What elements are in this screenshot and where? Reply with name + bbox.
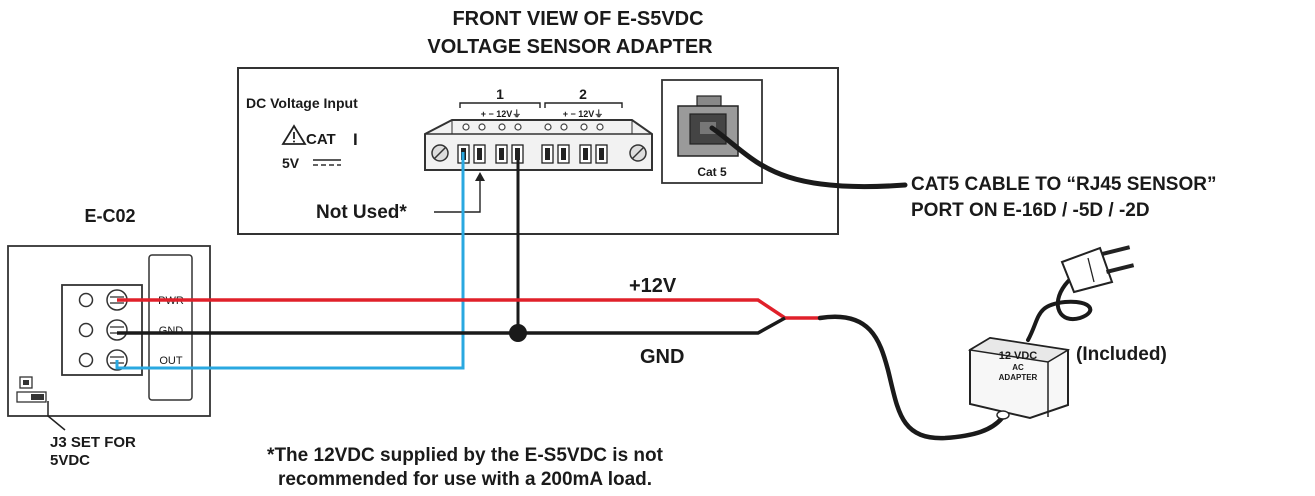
adapter-line-1: 12 VDC bbox=[999, 350, 1038, 362]
footnote-line-1: *The 12VDC supplied by the E-S5VDC is no… bbox=[267, 445, 664, 466]
included-label: (Included) bbox=[1076, 344, 1167, 365]
voltage-5v-label: 5V bbox=[282, 155, 300, 171]
ec02-terminal-strip bbox=[148, 254, 193, 401]
warning-icon bbox=[281, 124, 307, 145]
cat5-port-label: Cat 5 bbox=[697, 165, 727, 179]
ec02-out-label: OUT bbox=[159, 355, 183, 367]
ec02-terminal-holes bbox=[78, 292, 94, 368]
cat-rating-label: CAT bbox=[306, 131, 336, 148]
red-plus12v-wire bbox=[117, 298, 820, 320]
title-line-1: FRONT VIEW OF E-S5VDC bbox=[452, 8, 703, 30]
adapter-line-3: ADAPTER bbox=[999, 373, 1038, 382]
terminal-block-connector bbox=[424, 119, 653, 171]
terminal-group-1-label: 1 bbox=[496, 86, 504, 102]
j3-note-line-2: 5VDC bbox=[50, 452, 90, 469]
j3-jumper bbox=[16, 376, 47, 403]
terminal-pins-2-label: + − 12V⏚ bbox=[563, 109, 604, 119]
dc-voltage-input-label: DC Voltage Input bbox=[246, 95, 358, 111]
ec02-gnd-label: GND bbox=[159, 325, 184, 337]
rj45-jack-icon bbox=[677, 95, 739, 157]
dc-symbol-icon bbox=[313, 159, 341, 166]
cat5-cable bbox=[709, 125, 908, 190]
ec02-terminal-screws bbox=[106, 289, 128, 371]
cat-rating-roman: I bbox=[353, 130, 358, 149]
cat5-cable-label-line-2: PORT ON E-16D / -5D / -2D bbox=[911, 200, 1150, 221]
terminal-pins-1-label: + − 12V⏚ bbox=[481, 109, 522, 119]
j3-callout-line bbox=[47, 401, 66, 431]
gnd-wire-label: GND bbox=[640, 346, 684, 368]
terminal-group-2-label: 2 bbox=[579, 86, 587, 102]
blue-out-wire bbox=[115, 152, 465, 370]
cat5-cable-label-line-1: CAT5 CABLE TO “RJ45 SENSOR” bbox=[911, 174, 1216, 195]
j3-note-line-1: J3 SET FOR bbox=[50, 434, 136, 451]
power-adapter bbox=[967, 336, 1071, 420]
title-line-2: VOLTAGE SENSOR ADAPTER bbox=[427, 36, 713, 58]
ec02-title: E-C02 bbox=[84, 206, 135, 226]
plus12v-wire-label: +12V bbox=[629, 275, 677, 297]
black-gnd-wire bbox=[117, 316, 786, 335]
terminal-group-brackets bbox=[459, 102, 623, 108]
footnote-line-2: recommended for use with a 200mA load. bbox=[278, 469, 652, 490]
dc-power-cable bbox=[817, 314, 1005, 441]
not-used-label: Not Used* bbox=[316, 202, 407, 223]
adapter-line-2: AC bbox=[1012, 363, 1024, 372]
ac-plug-icon bbox=[1060, 245, 1135, 294]
not-used-arrow bbox=[434, 172, 485, 213]
